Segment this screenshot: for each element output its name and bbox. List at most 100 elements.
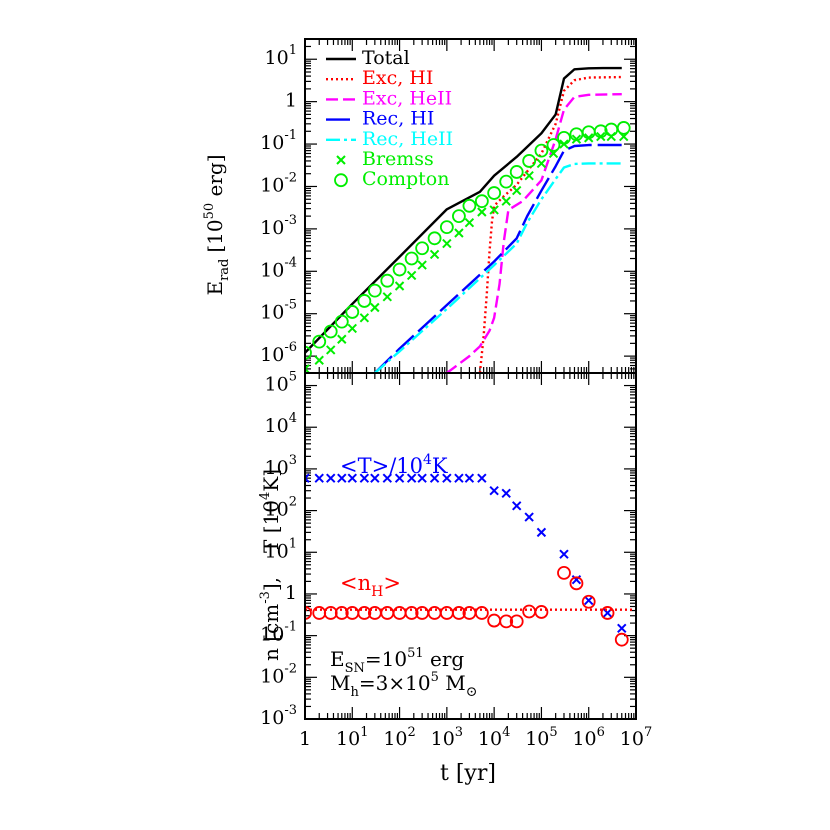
point-t-10 <box>454 473 464 483</box>
point-bremss <box>394 281 405 291</box>
bottom-ylabel: n [cm-3],T [104K] <box>258 469 283 661</box>
point-compton <box>380 273 395 288</box>
point-bremss <box>489 205 499 215</box>
point-compton <box>534 143 549 158</box>
point-n <box>487 613 502 628</box>
point-compton <box>499 174 514 189</box>
x-tick-label: 1 <box>299 728 311 750</box>
point-n <box>334 606 349 620</box>
legend-label-compton: Compton <box>362 168 449 190</box>
mh-annotation: Mh=3×105 M⊙ <box>330 670 477 700</box>
legend-label-exc-hi: Exc, HI <box>362 67 433 89</box>
temperature-series-label: <T>/104K <box>340 452 448 478</box>
point-bremss <box>370 302 380 313</box>
point-bremss <box>359 313 370 323</box>
point-compton <box>305 345 312 360</box>
point-t-10 <box>394 473 405 483</box>
point-compton <box>345 305 360 319</box>
y-tick-label: 10-2 <box>260 170 297 197</box>
point-bremss <box>314 355 324 365</box>
point-compton <box>581 125 596 140</box>
y-tick-label: 10-6 <box>260 340 297 367</box>
point-bremss <box>382 292 393 302</box>
x-tick-label: 107 <box>620 725 652 750</box>
x-tick-label: 106 <box>572 725 604 750</box>
point-bremss <box>417 260 427 270</box>
point-n <box>581 594 596 609</box>
y-tick-label: 103 <box>265 452 297 479</box>
x-tick-label: 104 <box>478 725 510 750</box>
point-t-10 <box>477 473 487 483</box>
point-n <box>557 565 571 580</box>
point-t-10 <box>359 473 370 483</box>
y-tick-label: 105 <box>265 369 297 396</box>
point-t-10 <box>417 473 427 483</box>
point-compton <box>367 283 382 298</box>
legend-label-rec-heii: Rec, HeII <box>362 128 453 150</box>
point-bremss <box>571 134 582 144</box>
point-t-10 <box>382 473 393 483</box>
point-compton <box>357 294 372 308</box>
point-n <box>357 606 372 620</box>
density-series-label: <nH> <box>340 571 401 600</box>
y-tick-label: 10-3 <box>260 703 297 730</box>
point-compton <box>392 262 407 277</box>
point-bremss <box>442 238 452 249</box>
point-n <box>305 606 312 620</box>
series-line-exc-heii <box>446 92 622 373</box>
point-n <box>509 614 524 629</box>
point-bremss <box>536 158 547 169</box>
point-t-10 <box>536 527 547 538</box>
legend-label-bremss: Bremss <box>362 148 434 170</box>
point-n <box>404 606 419 620</box>
point-compton <box>522 154 537 168</box>
point-bremss <box>337 334 347 344</box>
y-tick-label: 10-5 <box>260 297 297 324</box>
series-line-rec-heii <box>374 162 622 373</box>
point-t-10 <box>464 473 475 483</box>
x-tick-label: 103 <box>431 725 463 750</box>
point-bremss <box>524 170 534 181</box>
legend-label-exc-heii: Exc, HeII <box>362 87 452 109</box>
point-t-10 <box>524 512 534 522</box>
point-t-10 <box>337 473 347 483</box>
y-tick-label: 101 <box>265 43 297 69</box>
point-compton <box>557 130 571 145</box>
y-tick-label: 10-3 <box>260 212 297 239</box>
esn-annotation: ESN=1051 erg <box>330 646 464 676</box>
series-line-total <box>305 66 622 354</box>
point-bremss <box>347 323 357 334</box>
point-t-10 <box>314 473 324 483</box>
point-n <box>600 606 615 620</box>
x-axis-label: t [yr] <box>440 761 496 786</box>
point-bremss <box>305 364 310 373</box>
point-compton <box>452 209 466 224</box>
point-t-10 <box>617 623 627 634</box>
point-t-10 <box>584 595 594 606</box>
point-compton <box>487 186 502 200</box>
point-compton <box>334 314 349 329</box>
point-t-10 <box>429 473 440 483</box>
point-n <box>614 632 629 647</box>
point-t-10 <box>501 488 511 499</box>
point-compton <box>509 165 524 179</box>
x-tick-label: 105 <box>525 725 557 750</box>
point-t-10 <box>406 473 417 483</box>
y-tick-label: 104 <box>265 411 297 438</box>
x-tick-label: 101 <box>336 725 368 750</box>
point-n <box>474 606 489 620</box>
point-n <box>323 606 338 620</box>
point-t-10 <box>347 473 357 483</box>
y-tick-label: 10-4 <box>260 255 297 282</box>
point-bremss <box>454 228 464 238</box>
point-compton <box>427 231 442 246</box>
point-bremss <box>501 196 511 206</box>
point-compton <box>323 324 338 339</box>
point-bremss <box>606 131 616 142</box>
legend-swatch-bremss <box>336 155 346 165</box>
x-tick-label: 102 <box>383 725 415 750</box>
point-compton <box>312 334 327 349</box>
